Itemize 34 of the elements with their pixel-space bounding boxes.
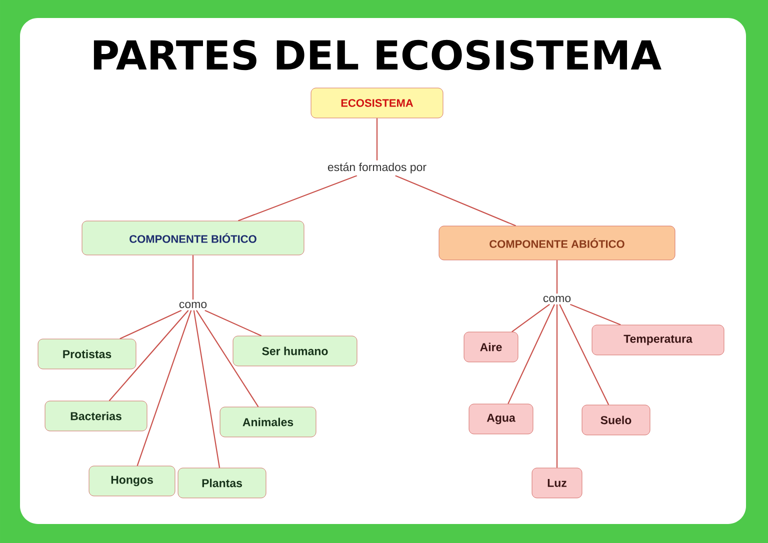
connector-line xyxy=(108,310,189,402)
title: PARTES DEL ECOSISTEMA xyxy=(94,40,662,70)
connector-line xyxy=(559,304,610,406)
concept-box: COMPONENTE ABIÓTICO xyxy=(438,226,676,260)
connector-line xyxy=(192,255,194,300)
concept-box: COMPONENTE BIÓTICO xyxy=(82,220,304,256)
connector-line xyxy=(570,304,621,326)
connector-line xyxy=(136,310,192,466)
connector-line xyxy=(395,175,516,226)
concept-box: Suelo xyxy=(582,404,650,436)
connector-line xyxy=(512,304,550,332)
connector-line xyxy=(120,310,182,340)
connector-line xyxy=(556,304,558,468)
concept-box: Aire xyxy=(464,332,518,362)
connector-line xyxy=(193,310,220,468)
linking-phrase: están formados por xyxy=(325,160,429,176)
connector-line xyxy=(508,304,555,404)
connector-line xyxy=(556,260,558,294)
connector-line xyxy=(204,310,262,336)
concept-box: Luz xyxy=(532,468,582,498)
node-label: como xyxy=(179,302,207,308)
connector-line xyxy=(196,310,259,408)
concept-box: Temperatura xyxy=(592,324,724,356)
concept-box: Agua xyxy=(468,404,534,434)
concept-box: ECOSISTEMA xyxy=(310,88,444,118)
connector-line xyxy=(238,175,358,222)
concept-box: Plantas xyxy=(178,468,266,498)
node-label: como xyxy=(543,296,571,302)
concept-box: Animales xyxy=(220,406,316,438)
concept-box: Ser humano xyxy=(232,336,358,366)
connector-line xyxy=(376,118,378,160)
concept-box: Protistas xyxy=(38,338,136,370)
concept-box: Hongos xyxy=(88,466,176,496)
concept-box: Bacterias xyxy=(44,400,148,432)
